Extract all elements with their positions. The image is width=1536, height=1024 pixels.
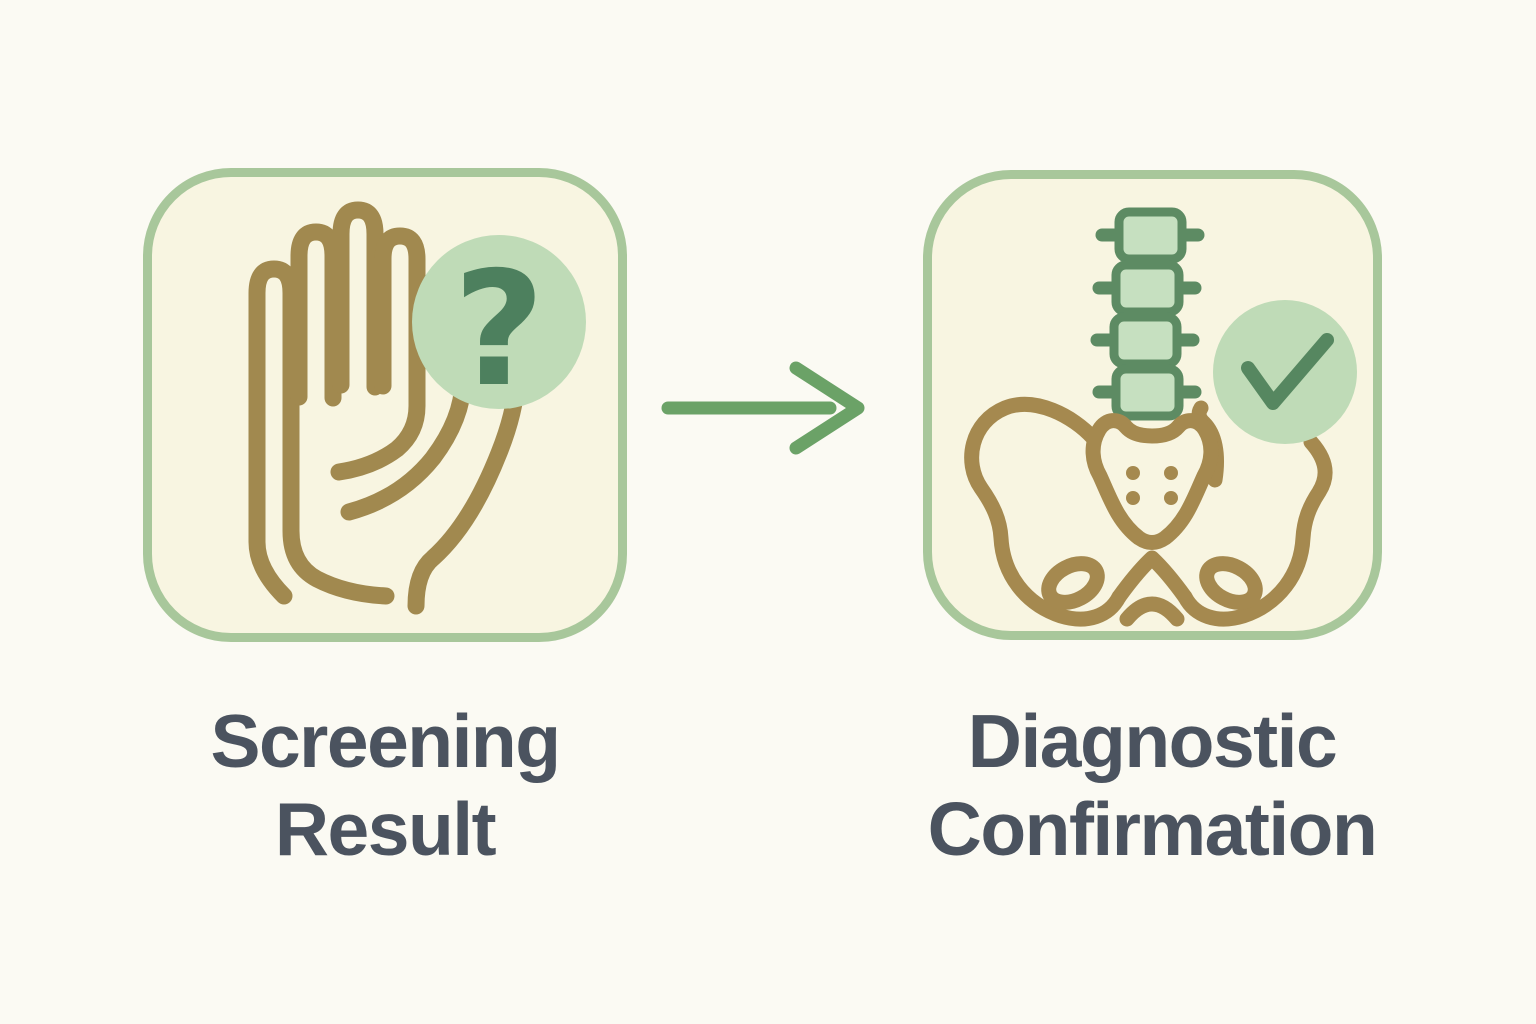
diagnostic-confirmation-label: Diagnostic Confirmation [842, 697, 1462, 873]
flow-arrow-icon [661, 361, 865, 455]
screening-result-card [143, 168, 627, 642]
arrow-head [789, 361, 865, 455]
screening-label-line1: Screening [210, 699, 561, 783]
diagnostic-confirmation-card [923, 170, 1382, 640]
diagnostic-label-line2: Confirmation [927, 787, 1378, 871]
diagnostic-label-line1: Diagnostic [967, 699, 1338, 783]
screening-label-line2: Result [274, 787, 497, 871]
screening-result-label: Screening Result [75, 697, 695, 873]
